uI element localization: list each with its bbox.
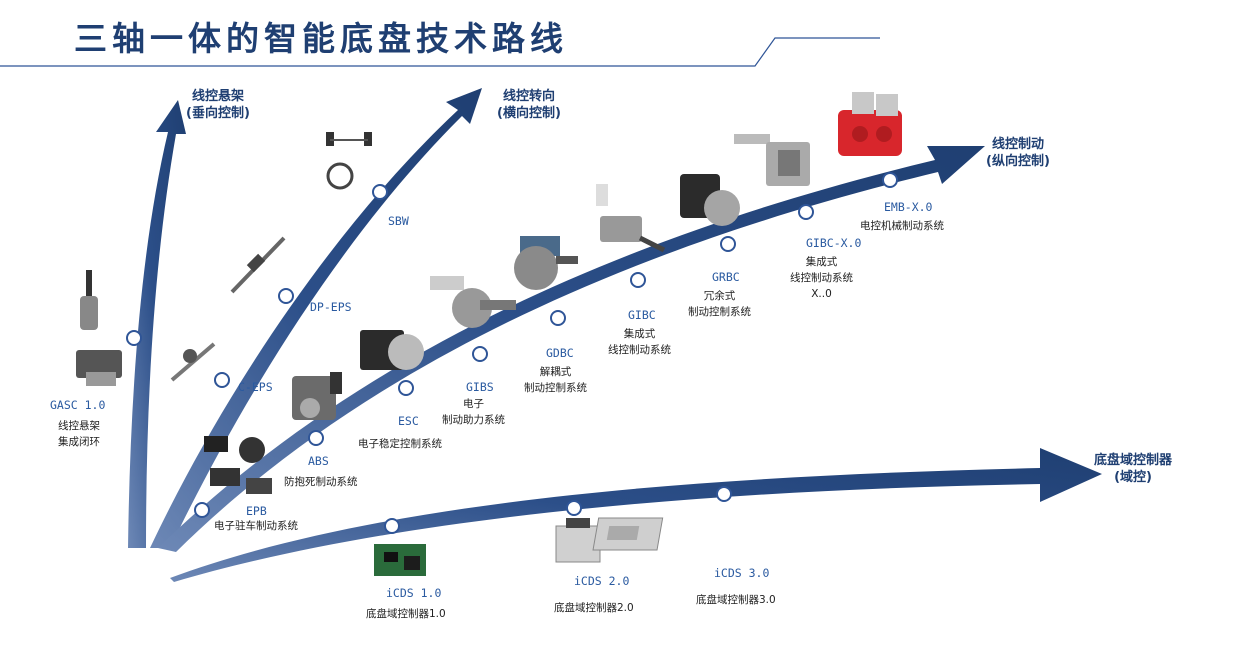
gasc-desc-line2: 集成闭环 <box>58 436 100 448</box>
node-dpeps <box>278 288 294 304</box>
gibcx-product-image <box>734 134 810 186</box>
gibs-desc-line1: 电子 <box>463 398 484 410</box>
axis-label-brake-title: 线控制动 <box>991 137 1044 152</box>
emb-product-image <box>838 92 902 156</box>
node-sbw <box>372 184 388 200</box>
node-abs <box>308 430 324 446</box>
axis-label-suspension-sub: (垂向控制) <box>186 106 250 121</box>
gdbc-desc-line2: 制动控制系统 <box>524 382 587 394</box>
node-gibs <box>472 346 488 362</box>
icds3-desc: 底盘域控制器3.0 <box>696 594 776 606</box>
node-gibcx <box>798 204 814 220</box>
icds1-desc: 底盘域控制器1.0 <box>366 608 446 620</box>
node-epb <box>194 502 210 518</box>
esc-product-image <box>360 330 424 370</box>
ceps-product-image <box>170 342 216 382</box>
icds1-product-image <box>374 544 426 576</box>
steering-arrow <box>150 88 482 548</box>
epb-desc: 电子驻车制动系统 <box>214 520 298 532</box>
node-gibc <box>630 272 646 288</box>
axis-label-suspension-title: 线控悬架 <box>191 89 244 104</box>
icds2-product-image <box>555 518 601 563</box>
gibcx-code: GIBC-X.0 <box>806 236 862 250</box>
embx-code: EMB-X.0 <box>884 200 933 214</box>
axis-label-steering-sub: (横向控制) <box>497 106 561 121</box>
icds2-code: iCDS 2.0 <box>574 574 630 588</box>
gibcx-desc-line3: X..0 <box>811 288 832 300</box>
icds2-desc: 底盘域控制器2.0 <box>554 602 634 614</box>
gibs-product-image <box>430 276 516 328</box>
node-grbc <box>720 236 736 252</box>
esc-desc: 电子稳定控制系统 <box>358 438 442 450</box>
axis-label-steering-title: 线控转向 <box>502 89 555 104</box>
gibc-desc: 集成式 线控制动系统 <box>608 326 671 358</box>
sbw-code: SBW <box>388 214 409 228</box>
dpeps-product-image <box>230 236 286 294</box>
node-icds3 <box>716 486 732 502</box>
axis-label-domain: 底盘域控制器 (域控) <box>1094 452 1172 486</box>
ceps-code: C-EPS <box>238 380 273 394</box>
grbc-desc-line1: 冗余式 <box>703 290 736 302</box>
page-title: 三轴一体的智能底盘技术路线 <box>74 19 568 58</box>
gasc-desc-line1: 线控悬架 <box>58 420 100 432</box>
axis-label-suspension: 线控悬架 (垂向控制) <box>186 88 250 122</box>
gibcx-desc: 集成式 线控制动系统 X..0 <box>790 254 853 302</box>
gibcx-desc-line2: 线控制动系统 <box>790 272 853 284</box>
epb-code: EPB <box>246 504 267 518</box>
dpeps-code: DP-EPS <box>310 300 352 314</box>
node-embx <box>882 172 898 188</box>
gibs-code: GIBS <box>466 380 494 394</box>
node-icds2 <box>566 500 582 516</box>
gdbc-product-image <box>514 236 578 290</box>
axis-label-steering: 线控转向 (横向控制) <box>497 88 561 122</box>
grbc-product-image <box>680 174 740 226</box>
grbc-code: GRBC <box>712 270 740 284</box>
icds3-product-image <box>592 517 664 551</box>
gibs-desc: 电子 制动助力系统 <box>442 396 505 428</box>
gibc-desc-line2: 线控制动系统 <box>608 344 671 356</box>
domain-arrow <box>170 448 1102 582</box>
sbw-product-image <box>326 132 372 190</box>
node-gdbc <box>550 310 566 326</box>
node-ceps <box>214 372 230 388</box>
gasc-code: GASC 1.0 <box>50 398 106 412</box>
axis-label-domain-title: 底盘域控制器 <box>1094 453 1173 468</box>
esc-code: ESC <box>398 414 419 428</box>
icds3-code: iCDS 3.0 <box>714 566 770 580</box>
grbc-desc: 冗余式 制动控制系统 <box>688 288 751 320</box>
abs-product-image <box>292 372 342 420</box>
header-line <box>0 37 880 67</box>
gdbc-desc: 解耦式 制动控制系统 <box>524 364 587 396</box>
axis-label-brake: 线控制动 (纵向控制) <box>986 136 1050 170</box>
axis-label-brake-sub: (纵向控制) <box>986 154 1050 169</box>
gibcx-desc-line1: 集成式 <box>805 256 838 268</box>
node-icds1 <box>384 518 400 534</box>
suspension-arrow <box>128 100 186 548</box>
axis-label-domain-sub: (域控) <box>1114 470 1152 485</box>
abs-desc: 防抱死制动系统 <box>284 476 358 488</box>
gibc-product-image <box>596 184 666 253</box>
node-gasc <box>126 330 142 346</box>
gasc-desc: 线控悬架 集成闭环 <box>58 418 100 450</box>
epb-product-image <box>204 436 272 494</box>
gibs-desc-line2: 制动助力系统 <box>442 414 505 426</box>
gibc-desc-line1: 集成式 <box>623 328 656 340</box>
icds1-code: iCDS 1.0 <box>386 586 442 600</box>
gasc-product-image <box>76 270 122 386</box>
gdbc-code: GDBC <box>546 346 574 360</box>
gibc-code: GIBC <box>628 308 656 322</box>
embx-desc: 电控机械制动系统 <box>860 220 944 232</box>
grbc-desc-line2: 制动控制系统 <box>688 306 751 318</box>
node-esc <box>398 380 414 396</box>
abs-code: ABS <box>308 454 329 468</box>
gdbc-desc-line1: 解耦式 <box>539 366 572 378</box>
